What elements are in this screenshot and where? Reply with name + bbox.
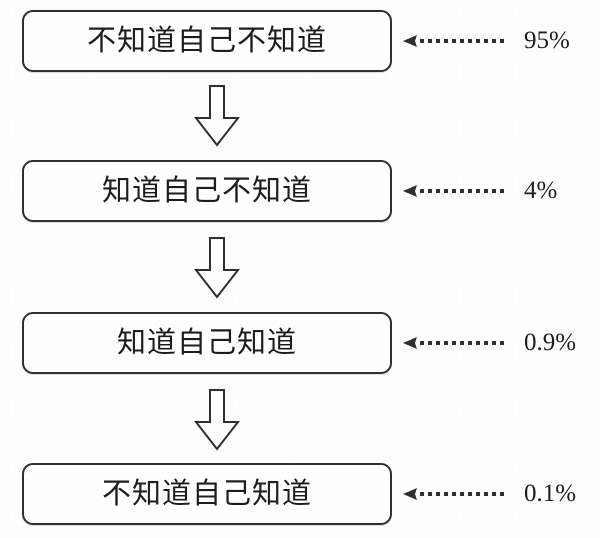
stage-box-4-label: 不知道自己知道	[101, 477, 312, 510]
stage-box-4[interactable]: 不知道自己知道	[22, 463, 392, 525]
stage-annotation-3: 0.9%	[402, 312, 576, 374]
stage-box-1-label: 不知道自己不知道	[86, 24, 327, 57]
stage-percent-2: 4%	[524, 177, 558, 204]
connector-arrow-3	[0, 388, 600, 452]
stage-row-1: 不知道自己不知道	[0, 10, 600, 74]
stage-annotation-2: 4%	[402, 160, 557, 222]
stage-percent-4: 0.1%	[524, 480, 577, 507]
stage-box-2-label: 知道自己不知道	[101, 174, 312, 207]
dotted-left-arrow-icon	[402, 486, 506, 502]
dotted-left-arrow-icon	[402, 183, 506, 199]
connector-arrow-1	[0, 84, 600, 148]
dotted-left-arrow-icon	[402, 335, 506, 351]
stage-box-1[interactable]: 不知道自己不知道	[22, 10, 392, 72]
stage-row-3: 知道自己知道	[0, 312, 600, 376]
stage-box-3[interactable]: 知道自己知道	[22, 312, 392, 374]
stage-annotation-1: 95%	[402, 10, 570, 72]
connector-arrow-2	[0, 236, 600, 300]
stage-percent-3: 0.9%	[524, 329, 577, 356]
stage-box-3-label: 知道自己知道	[116, 326, 297, 359]
stage-row-4: 不知道自己知道	[0, 463, 600, 527]
dotted-left-arrow-icon	[402, 33, 506, 49]
stage-percent-1: 95%	[524, 27, 570, 54]
stage-annotation-4: 0.1%	[402, 463, 576, 525]
stage-row-2: 知道自己不知道	[0, 160, 600, 224]
stage-box-2[interactable]: 知道自己不知道	[22, 160, 392, 222]
